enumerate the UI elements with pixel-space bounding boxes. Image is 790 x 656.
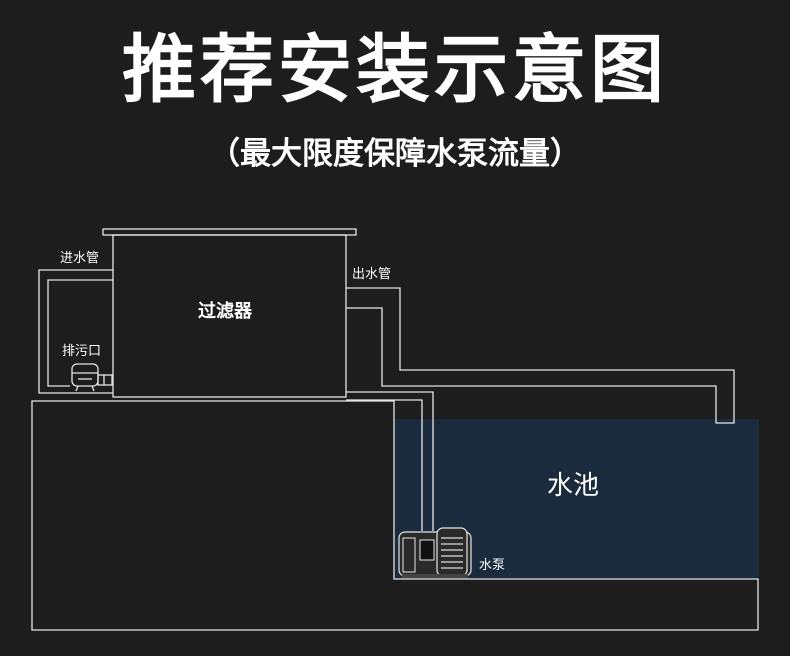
inlet-pipe-label: 进水管 — [60, 251, 100, 266]
outlet-pipe — [346, 287, 735, 424]
drain-valve-icon — [71, 363, 113, 392]
drain-label: 排污口 — [62, 344, 102, 359]
pump-pipe — [346, 391, 434, 531]
filter-box — [112, 234, 347, 398]
water-pump-icon — [398, 527, 472, 578]
outlet-pipe-label: 出水管 — [352, 267, 392, 282]
filter-label: 过滤器 — [198, 301, 252, 322]
pump-label: 水泵 — [479, 558, 506, 573]
inlet-pipe — [38, 269, 113, 394]
page-subtitle: （最大限度保障水泵流量） — [209, 136, 581, 172]
filter-lid — [102, 228, 357, 236]
page-title: 推荐安装示意图 — [122, 27, 668, 113]
pool-label: 水池 — [547, 471, 600, 501]
base-tank — [31, 400, 759, 631]
